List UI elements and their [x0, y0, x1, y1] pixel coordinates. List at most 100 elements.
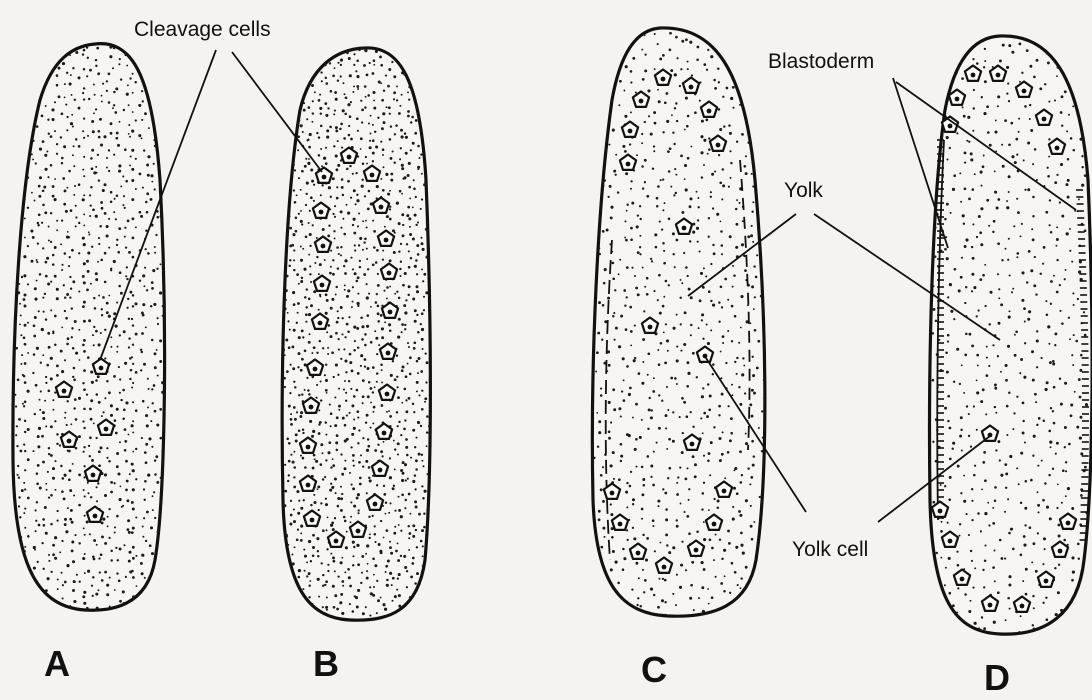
embryo-b-stipple-dot [333, 113, 335, 115]
embryo-c-stipple-dot [706, 415, 709, 418]
embryo-b-stipple-dot [344, 359, 347, 362]
embryo-a-stipple-dot [70, 74, 72, 76]
embryo-b-stipple-dot [321, 562, 323, 564]
embryo-b-cleavage-cell-nucleus [320, 283, 325, 288]
embryo-a-stipple-dot [33, 140, 35, 142]
embryo-a-stipple-dot [7, 554, 9, 556]
embryo-a-stipple-dot [152, 402, 154, 404]
embryo-a-stipple-dot [119, 334, 121, 336]
embryo-b-stipple-dot [362, 179, 364, 181]
embryo-b-stipple-dot [327, 516, 329, 518]
embryo-a-stipple-dot [62, 597, 64, 599]
embryo-a-stipple-dot [50, 281, 52, 283]
embryo-b-stipple-dot [376, 353, 378, 355]
embryo-a-stipple-dot [62, 62, 65, 65]
embryo-c-stipple-dot [748, 110, 751, 113]
embryo-d-stipple-dot [964, 162, 966, 164]
embryo-c-stipple-dot [585, 59, 588, 62]
embryo-b-stipple-dot [401, 331, 403, 333]
embryo-d-stipple-dot [1077, 543, 1080, 546]
embryo-a-stipple-dot [89, 533, 91, 535]
embryo-c-stipple-dot [657, 505, 659, 507]
embryo-b-stipple-dot [383, 121, 386, 124]
embryo-a-stipple-dot [95, 65, 97, 67]
embryo-c-stipple-dot [591, 602, 594, 605]
embryo-a-stipple-dot [145, 414, 148, 417]
embryo-b-stipple-dot [330, 42, 333, 45]
embryo-b-stipple-dot [319, 107, 322, 110]
embryo-c-stipple-dot [610, 206, 613, 209]
embryo-b-stipple-dot [297, 512, 300, 515]
embryo-c-cell-nucleus [662, 565, 667, 570]
embryo-d-stipple-dot [1057, 483, 1059, 485]
embryo-b-stipple-dot [283, 504, 286, 507]
embryo-a-stipple-dot [11, 249, 14, 252]
embryo-d-stipple-dot [1005, 248, 1007, 250]
embryo-b-stipple-dot [372, 594, 375, 597]
embryo-c-stipple-dot [664, 492, 667, 495]
embryo-c-stipple-dot [630, 471, 632, 473]
embryo-c-stipple-dot [706, 69, 708, 71]
embryo-c-stipple-dot [658, 274, 661, 277]
embryo-a-stipple-dot [47, 389, 50, 392]
embryo-c-stipple-dot [686, 125, 689, 128]
embryo-a-stipple-dot [83, 213, 85, 215]
embryo-d-stipple-dot [1084, 34, 1086, 36]
embryo-b-stipple-dot [356, 606, 359, 609]
embryo-a-stipple-dot [126, 266, 128, 268]
embryo-a-stipple-dot [55, 489, 57, 491]
embryo-b-stipple-dot [380, 364, 383, 367]
embryo-c-stipple-dot [718, 154, 720, 156]
embryo-a-stipple-dot [145, 443, 148, 446]
embryo-a-cleavage-cell-nucleus [62, 389, 67, 394]
embryo-a-stipple-dot [152, 269, 155, 272]
embryo-d-stipple-dot [968, 141, 970, 143]
embryo-a-stipple-dot [61, 540, 63, 542]
embryo-a-stipple-dot [45, 376, 47, 378]
embryo-b-stipple-dot [349, 585, 352, 588]
embryo-a-stipple-dot [83, 68, 86, 71]
embryo-c-stipple-dot [669, 32, 672, 35]
embryo-a-stipple-dot [24, 546, 26, 548]
embryo-d-stipple-dot [980, 530, 982, 532]
embryo-c-stipple-dot [632, 417, 634, 419]
embryo-b-stipple-dot [301, 170, 304, 173]
embryo-b-stipple-dot [320, 112, 322, 114]
embryo-c-stipple-dot [750, 476, 753, 479]
embryo-a-stipple-dot [86, 260, 89, 263]
embryo-b-stipple-dot [357, 589, 360, 592]
embryo-c-stipple-dot [651, 260, 653, 262]
embryo-a-stipple-dot [34, 287, 37, 290]
embryo-b-stipple-dot [293, 303, 296, 306]
embryo-c-stipple-dot [676, 519, 678, 521]
embryo-b-cleavage-cell-nucleus [384, 238, 389, 243]
embryo-d-stipple-dot [1046, 40, 1048, 42]
embryo-d-stipple-dot [1054, 332, 1057, 335]
embryo-d-cell-nucleus [1066, 521, 1071, 526]
embryo-b-stipple-dot [351, 484, 353, 486]
embryo-b-stipple-dot [338, 388, 340, 390]
embryo-b-stipple-dot [408, 285, 411, 288]
embryo-a-stipple-dot [71, 307, 73, 309]
embryo-d-stipple-dot [1057, 591, 1060, 594]
embryo-d-stipple-dot [986, 357, 988, 359]
embryo-b-stipple-dot [426, 445, 428, 447]
embryo-a-stipple-dot [154, 145, 156, 147]
embryo-d-stipple-dot [1048, 101, 1050, 103]
embryo-c-stipple-dot [766, 522, 769, 525]
embryo-d-stipple-dot [982, 569, 984, 571]
embryo-d-stipple-dot [1057, 524, 1060, 527]
embryo-b-stipple-dot [374, 386, 376, 388]
embryo-c-stipple-dot [739, 104, 741, 106]
embryo-d-stipple-dot [995, 119, 997, 121]
embryo-b-stipple-dot [394, 468, 396, 470]
embryo-c-stipple-dot [707, 616, 709, 618]
embryo-d-stipple-dot [1029, 104, 1031, 106]
embryo-d-stipple-dot [926, 452, 928, 454]
embryo-b-stipple-dot [398, 112, 401, 115]
embryo-c-stipple-dot [745, 155, 747, 157]
embryo-d-stipple-dot [947, 395, 950, 398]
embryo-c-stipple-dot [610, 513, 613, 516]
embryo-b-stipple-dot [338, 349, 340, 351]
